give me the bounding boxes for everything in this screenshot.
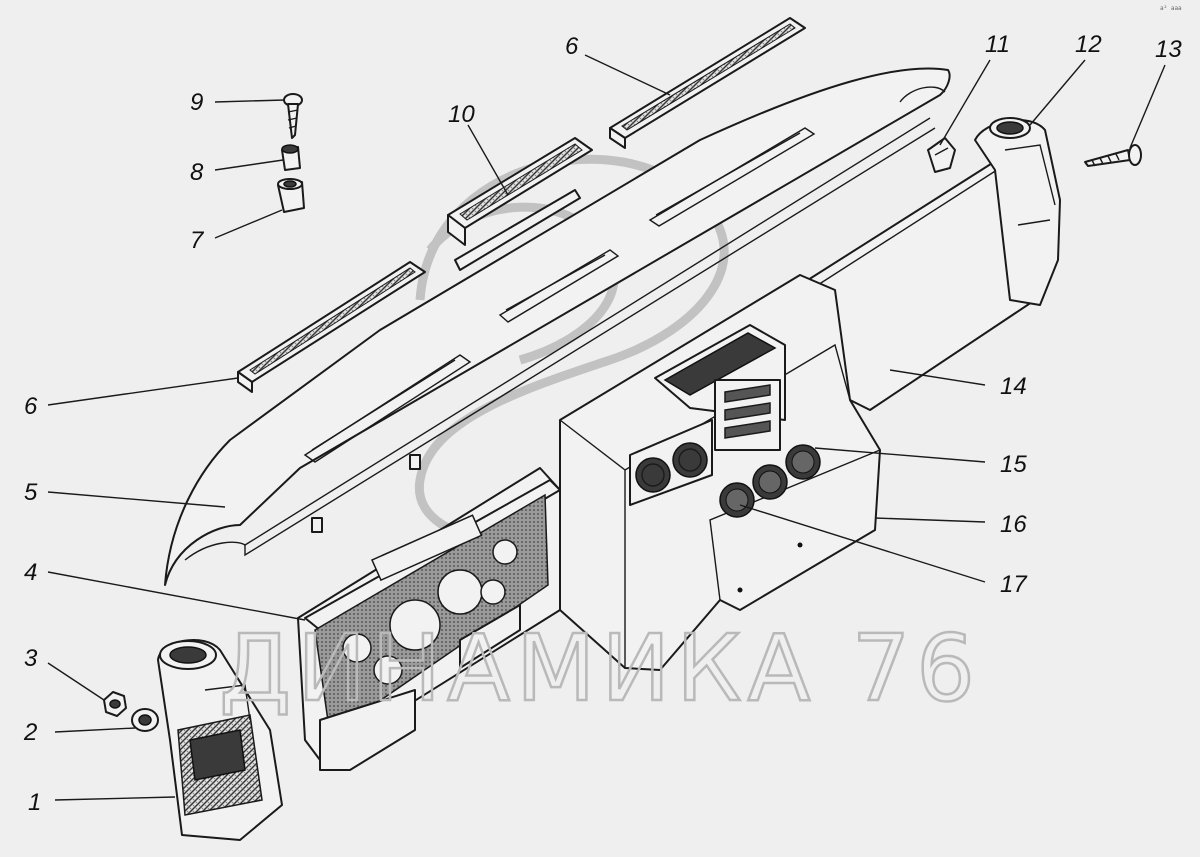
callout-2: 2: [23, 719, 37, 746]
callout-9: 9: [190, 89, 203, 116]
callout-10: 10: [448, 101, 475, 128]
callout-4: 4: [24, 559, 37, 586]
callout-labels: 1 2 3 4 5 6 6 7 8 9 10 11 12 13 14 15 16…: [23, 31, 1182, 816]
callout-12: 12: [1075, 31, 1102, 58]
callout-6a: 6: [24, 393, 38, 420]
screw-13: [1084, 144, 1142, 167]
callout-7: 7: [190, 227, 205, 254]
callout-15: 15: [1000, 451, 1027, 478]
nut-3: [103, 691, 127, 717]
callout-3: 3: [24, 645, 38, 672]
callout-16: 16: [1000, 511, 1027, 538]
callout-6b: 6: [565, 33, 579, 60]
callout-13: 13: [1155, 36, 1182, 63]
callout-1: 1: [28, 789, 41, 816]
watermark-text: ДИНАМИКА 76: [219, 615, 981, 722]
callout-8: 8: [190, 159, 204, 186]
callout-11: 11: [985, 31, 1010, 58]
corner-mark: a² aaa: [1160, 5, 1182, 12]
upper-dash-panel: [164, 67, 951, 586]
callout-5: 5: [24, 479, 38, 506]
screw-9: [283, 93, 303, 139]
instrument-panel: [297, 467, 561, 771]
callout-14: 14: [1000, 373, 1027, 400]
grille-10: [447, 137, 593, 271]
clip-8: [281, 144, 301, 171]
plug-7: [277, 178, 305, 213]
washer-2: [131, 708, 159, 732]
grille-6-right: [609, 17, 806, 149]
center-console: [559, 274, 881, 671]
callout-17: 17: [1000, 571, 1028, 598]
left-vent-housing: [157, 638, 283, 841]
leader-lines: [47, 54, 1166, 801]
